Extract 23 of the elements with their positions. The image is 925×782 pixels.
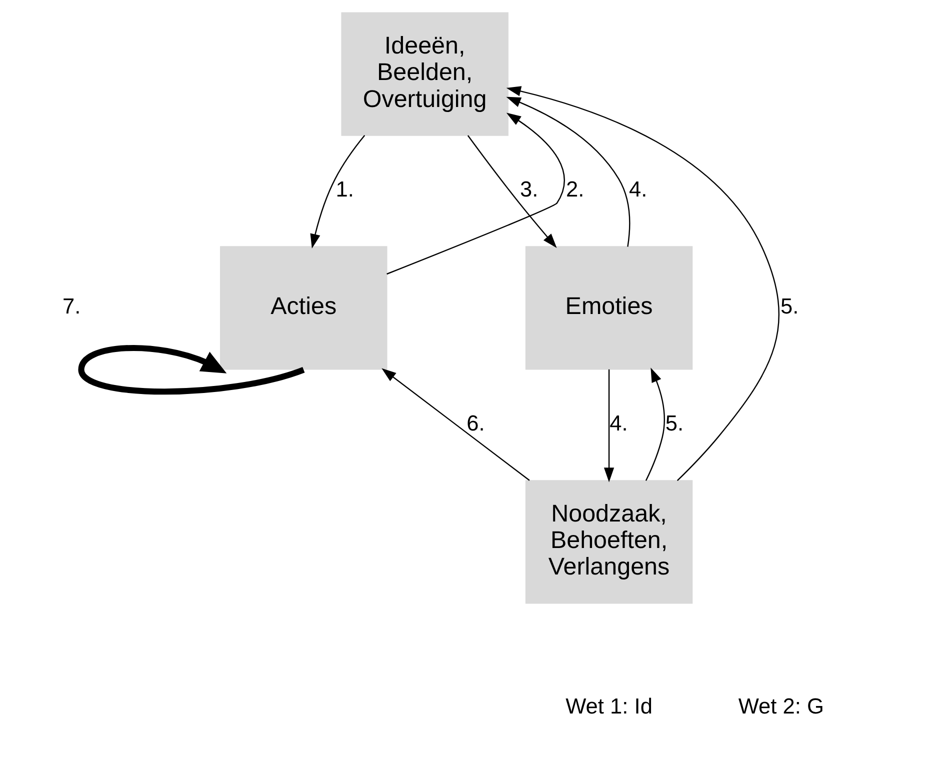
arrow — [466, 135, 556, 248]
arrow — [386, 112, 564, 275]
arrow — [506, 96, 630, 247]
edge-label: 6. — [466, 410, 484, 436]
arrow — [310, 134, 365, 249]
node-box: Ideeën, Beelden, Overtuiging — [340, 12, 508, 136]
edge-label: 7. — [62, 293, 80, 318]
edge-label: 4. — [628, 176, 647, 202]
edge-label: 2. — [566, 176, 584, 202]
edge-label: 5. — [664, 410, 684, 436]
node-box: Noodzaak, Behoeften, Verlangens — [524, 480, 692, 604]
label: Wet 2: G — [738, 693, 824, 718]
edge-label: 4. — [609, 410, 628, 436]
arrow — [644, 368, 664, 481]
arrow — [506, 86, 779, 482]
node-box: Acties — [220, 246, 387, 370]
arrow — [381, 368, 530, 481]
label: Wet 1: Id — [565, 693, 652, 718]
edge-label: 5. — [780, 293, 798, 318]
node-box: Emoties — [524, 246, 692, 370]
edge-label: 1. — [335, 176, 354, 202]
edge-label: 3. — [519, 176, 538, 202]
arrow — [603, 369, 614, 482]
